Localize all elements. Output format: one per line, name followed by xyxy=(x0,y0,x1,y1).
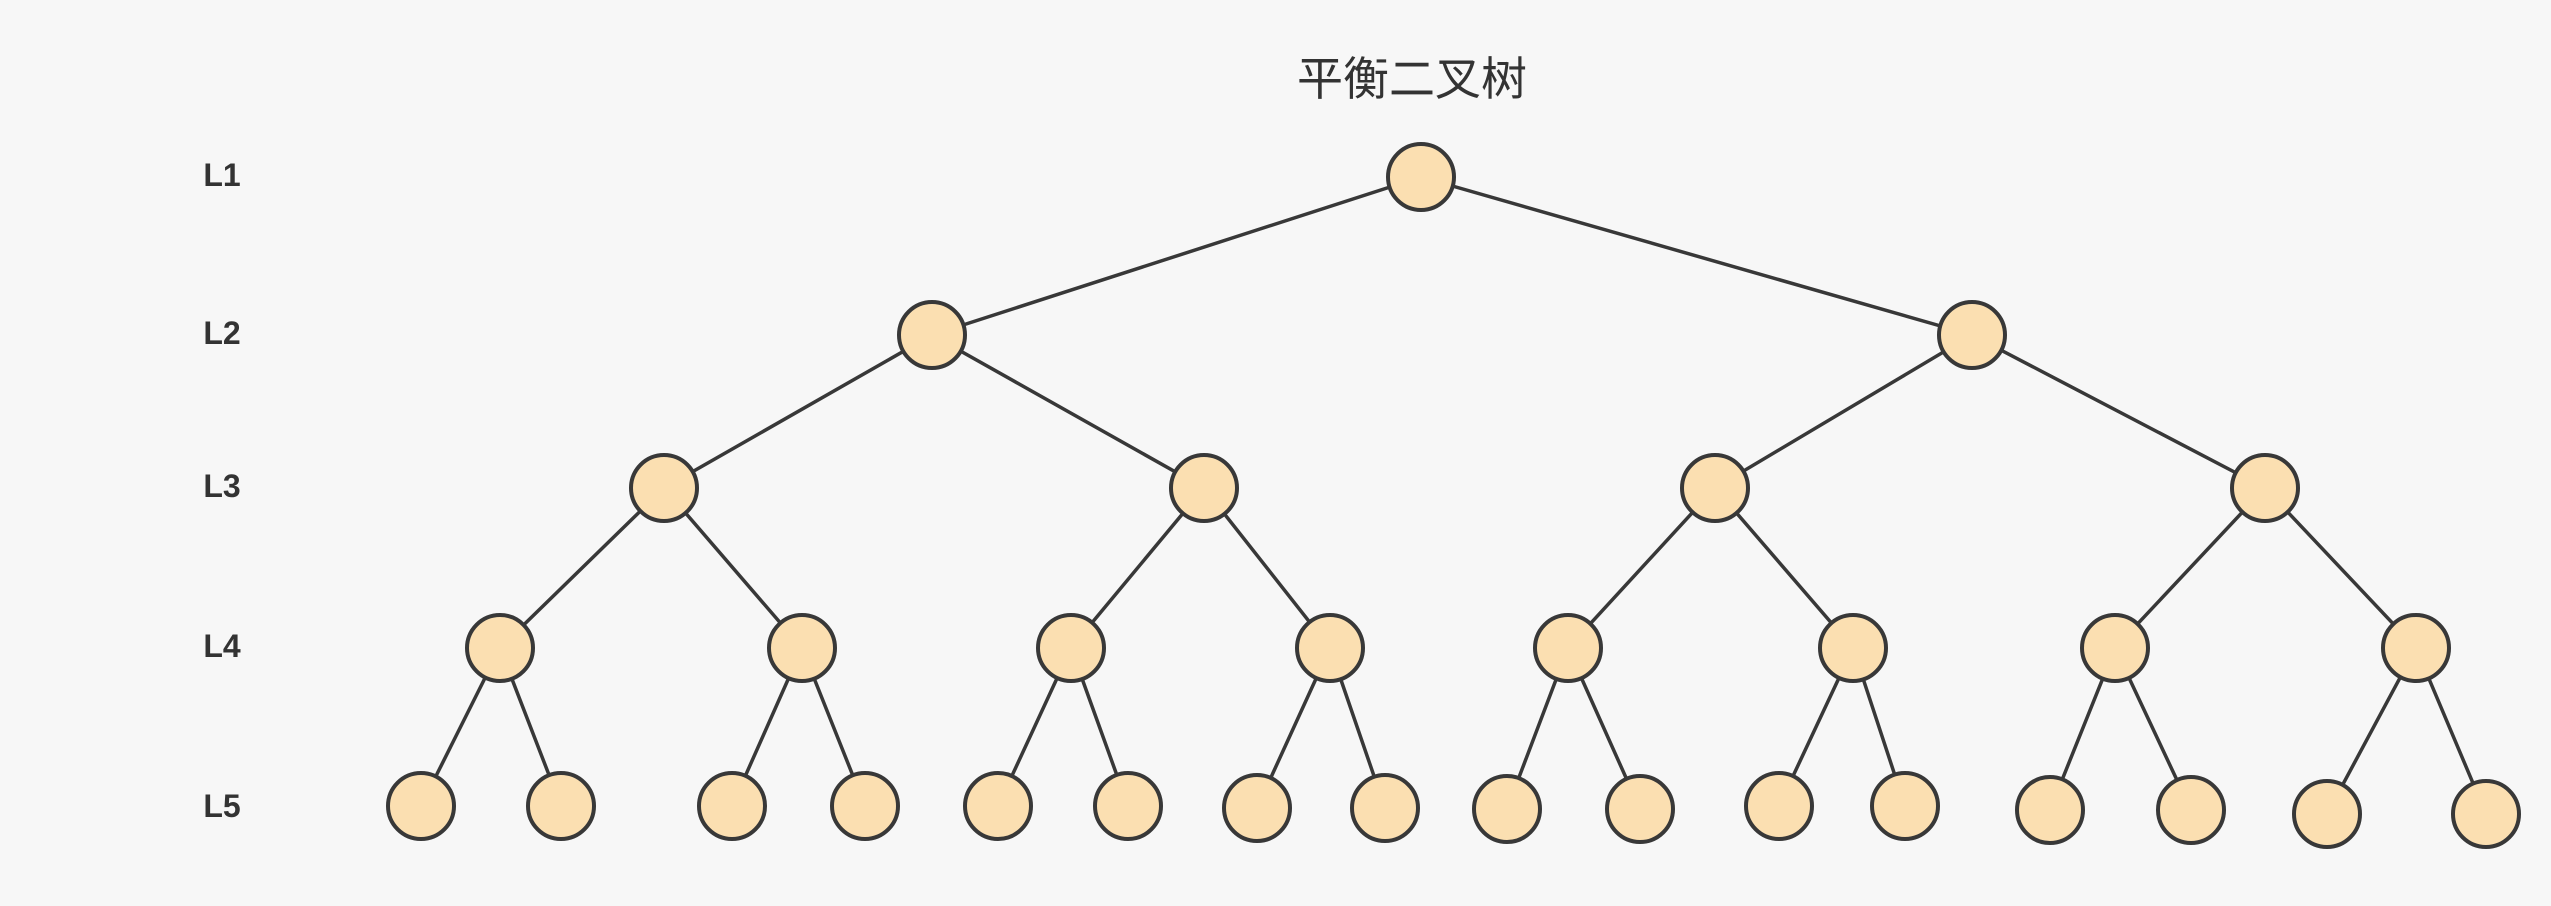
tree-edge xyxy=(1713,486,1855,650)
level-label-L1: L1 xyxy=(203,157,240,193)
tree-edge xyxy=(2263,486,2418,650)
tree-node-L4-11 xyxy=(1533,613,1603,683)
tree-node-L4-7 xyxy=(465,613,535,683)
tree-node-L2-1 xyxy=(897,300,967,370)
tree-node-L5-24 xyxy=(1605,774,1675,844)
tree-node-L3-4 xyxy=(1169,453,1239,523)
edges-layer xyxy=(419,175,2488,816)
level-label-L2: L2 xyxy=(203,315,240,351)
diagram-title: 平衡二叉树 xyxy=(1297,53,1527,105)
tree-node-L4-12 xyxy=(1818,613,1888,683)
level-label-L4: L4 xyxy=(203,628,241,664)
level-label-L3: L3 xyxy=(203,468,240,504)
tree-node-L4-8 xyxy=(767,613,837,683)
tree-node-L5-16 xyxy=(526,771,596,841)
tree-edge xyxy=(1970,333,2267,490)
tree-node-L5-21 xyxy=(1222,773,1292,843)
tree-edge xyxy=(930,175,1423,337)
tree-node-L5-27 xyxy=(2015,775,2085,845)
tree-node-L3-6 xyxy=(2230,453,2300,523)
tree-node-L2-2 xyxy=(1937,300,2007,370)
tree-node-L5-30 xyxy=(2451,779,2521,849)
tree-edge xyxy=(498,486,666,650)
tree-edge xyxy=(1419,175,1974,337)
tree-node-L5-29 xyxy=(2292,779,2362,849)
tree-node-L5-25 xyxy=(1744,771,1814,841)
tree-node-L3-5 xyxy=(1680,453,1750,523)
tree-edge xyxy=(662,486,804,650)
tree-edge xyxy=(662,333,934,490)
tree-edge xyxy=(1713,333,1974,490)
tree-edge xyxy=(2113,486,2267,650)
tree-node-L5-18 xyxy=(830,771,900,841)
tree-node-L5-28 xyxy=(2156,775,2226,845)
tree-node-L4-13 xyxy=(2080,613,2150,683)
level-label-L5: L5 xyxy=(203,788,240,824)
tree-node-L5-22 xyxy=(1350,773,1420,843)
tree-node-L3-3 xyxy=(629,453,699,523)
tree-node-L1-0 xyxy=(1386,142,1456,212)
tree-node-L5-23 xyxy=(1472,774,1542,844)
tree-node-L4-14 xyxy=(2381,613,2451,683)
tree-node-L5-15 xyxy=(386,771,456,841)
tree-node-L4-9 xyxy=(1036,613,1106,683)
tree-edge xyxy=(930,333,1206,490)
tree-node-L5-20 xyxy=(1093,771,1163,841)
nodes-layer xyxy=(386,142,2521,849)
tree-node-L4-10 xyxy=(1295,613,1365,683)
tree-node-L5-26 xyxy=(1870,771,1940,841)
tree-node-L5-17 xyxy=(697,771,767,841)
tree-edge xyxy=(1566,486,1717,650)
tree-node-L5-19 xyxy=(963,771,1033,841)
